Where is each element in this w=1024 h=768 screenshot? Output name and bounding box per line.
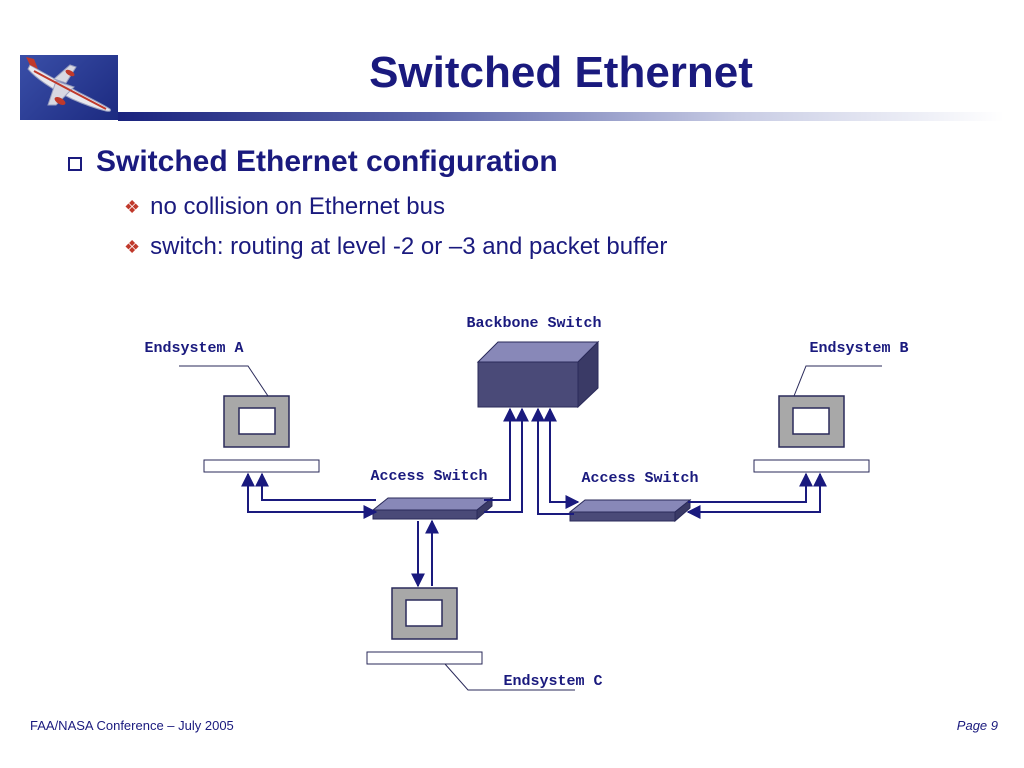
- link-access-left-backbone: [484, 407, 529, 513]
- computer-a-icon: [203, 395, 320, 473]
- checkbox-bullet-icon: [68, 157, 82, 171]
- computer-b-icon: [753, 395, 870, 473]
- sub-bullet-text-1: no collision on Ethernet bus: [150, 193, 445, 220]
- access-switch-right: [568, 498, 692, 523]
- access-switch-left-label: Access Switch: [370, 468, 487, 485]
- sub-bullet-1: ❖ no collision on Ethernet bus: [124, 193, 445, 221]
- link-b-access-right: [686, 472, 827, 519]
- computer-c-icon: [366, 587, 483, 665]
- link-a-access-left: [241, 472, 378, 519]
- airplane-logo: [20, 55, 118, 120]
- title-underline: [118, 112, 1004, 121]
- access-switch-left: [371, 496, 494, 521]
- sub-bullet-2: ❖ switch: routing at level -2 or –3 and …: [124, 233, 667, 261]
- footer-conference: FAA/NASA Conference – July 2005: [30, 718, 234, 733]
- link-c-access-left: [411, 519, 439, 588]
- slide-title: Switched Ethernet: [369, 48, 753, 97]
- endsystem-c-label: Endsystem C: [503, 673, 602, 690]
- backbone-switch-label: Backbone Switch: [466, 315, 601, 332]
- airplane-icon: [26, 57, 111, 112]
- footer-page-number: Page 9: [956, 718, 998, 733]
- backbone-switch: [476, 340, 600, 409]
- endsystem-a-label: Endsystem A: [144, 340, 243, 357]
- diamond-bullet-icon: ❖: [124, 196, 141, 217]
- diamond-bullet-icon: ❖: [124, 236, 141, 257]
- sub-bullet-text-2: switch: routing at level -2 or –3 and pa…: [150, 233, 668, 260]
- access-switch-right-label: Access Switch: [581, 470, 698, 487]
- link-backbone-access-right: [531, 407, 580, 515]
- main-bullet-text: Switched Ethernet configuration: [96, 145, 558, 178]
- endsystem-b-label: Endsystem B: [809, 340, 908, 357]
- main-bullet: Switched Ethernet configuration: [68, 145, 558, 179]
